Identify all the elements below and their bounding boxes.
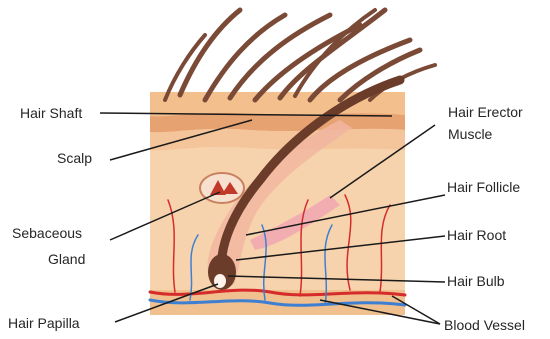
label-hair-shaft: Hair Shaft — [20, 105, 82, 121]
skin-cross-section — [150, 92, 405, 315]
label-hair-follicle: Hair Follicle — [447, 179, 520, 195]
label-hair-papilla: Hair Papilla — [8, 315, 80, 331]
hair-strand — [280, 10, 385, 98]
label-hair-root: Hair Root — [447, 227, 506, 243]
hair-papilla — [214, 274, 226, 288]
label-sebaceous-line2: Gland — [48, 251, 85, 267]
subcutaneous-layer — [150, 129, 405, 150]
hair-strand — [165, 35, 205, 100]
label-blood-vessel: Blood Vessel — [444, 317, 525, 333]
label-hair-bulb: Hair Bulb — [447, 273, 505, 289]
label-erector-line1: Hair Erector — [448, 104, 523, 120]
hair-strand — [310, 40, 410, 100]
label-erector-line2: Muscle — [448, 126, 493, 142]
hair-strand — [230, 15, 330, 98]
label-sebaceous-line1: Sebaceous — [12, 225, 82, 241]
hair-strand — [205, 15, 285, 100]
label-scalp: Scalp — [57, 150, 92, 166]
